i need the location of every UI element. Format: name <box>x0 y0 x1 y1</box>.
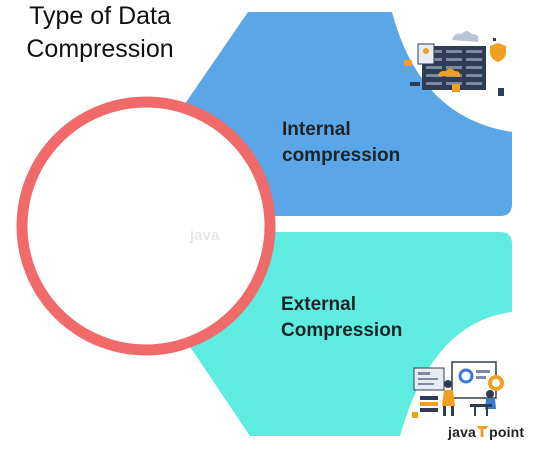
center-circle <box>16 96 276 356</box>
brand-logo: java point <box>448 424 524 440</box>
internal-compression-label: Internal compression <box>282 117 400 169</box>
brand-t-icon <box>477 426 489 437</box>
center-title-line1: Type of Data <box>29 2 171 30</box>
brand-left: java <box>448 424 477 440</box>
brand-watermark: java <box>189 227 220 244</box>
center-title: Type of Data Compression <box>0 0 200 66</box>
internal-label-line1: Internal <box>282 119 351 140</box>
external-label-line1: External <box>281 294 356 315</box>
external-compression-label: External Compression <box>281 292 402 344</box>
internal-label-line2: compression <box>282 145 401 166</box>
people-dashboard-icon <box>412 361 504 418</box>
server-cloud-icon <box>404 31 506 96</box>
brand-right: point <box>489 424 525 440</box>
external-label-line2: Compression <box>281 320 403 341</box>
center-title-line2: Compression <box>26 35 174 63</box>
